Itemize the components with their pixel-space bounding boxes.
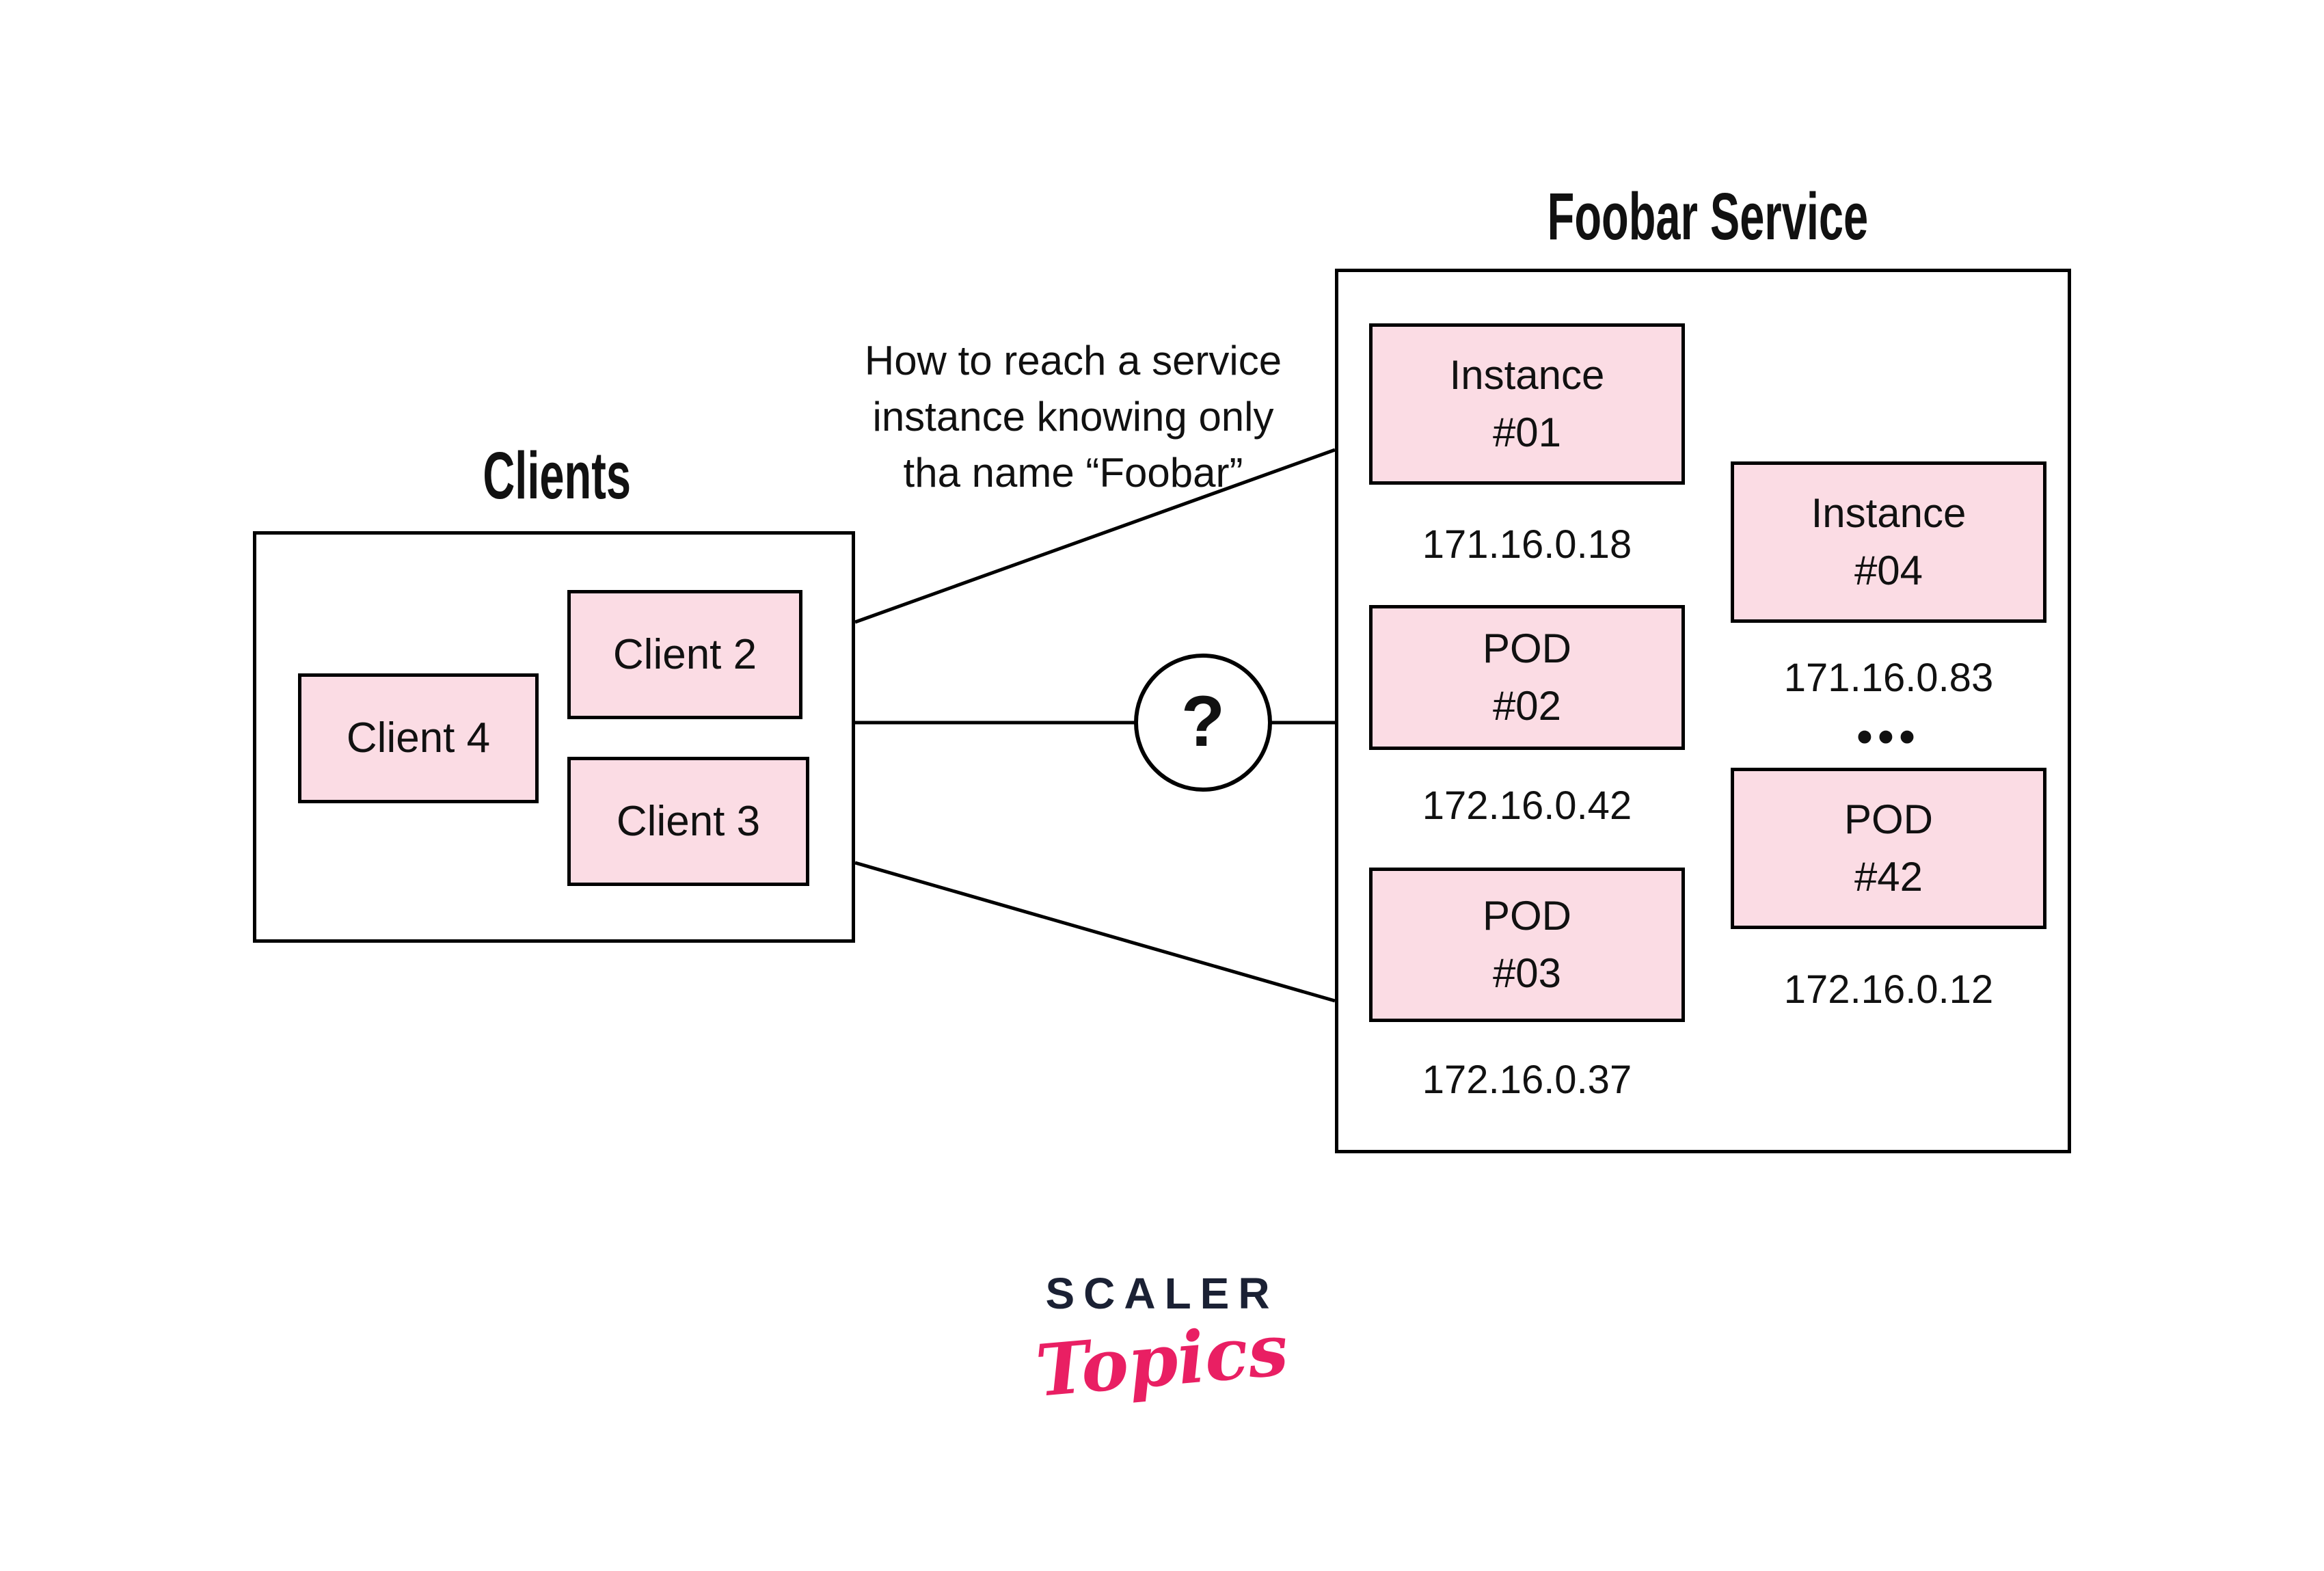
client-4-box: Client 4 (298, 673, 539, 803)
client-4-label: Client 4 (346, 714, 491, 762)
logo-scaler-text: SCALER (1045, 1269, 1279, 1318)
annotation-text: How to reach a service instance knowing … (824, 333, 1323, 501)
question-circle (1134, 654, 1272, 792)
service-title-text: Foobar Service (1547, 179, 1869, 254)
connector-bottom (854, 861, 1336, 1003)
ellipsis-dots: ••• (1856, 711, 1921, 762)
pod-03-box: POD #03 (1369, 868, 1685, 1022)
client-2-label: Client 2 (612, 630, 757, 678)
instance-04-name: Instance (1811, 490, 1967, 536)
logo-topics-text: Topics (1032, 1307, 1292, 1413)
instance-04-number: #04 (1854, 548, 1923, 593)
pod-02-number: #02 (1492, 683, 1562, 729)
pod-42-box: POD #42 (1731, 768, 2046, 929)
instance-04-box: Instance #04 (1731, 461, 2046, 623)
clients-title-text: Clients (483, 438, 632, 513)
annotation-line-1: How to reach a service (864, 338, 1282, 384)
scaler-topics-logo: SCALER Topics (991, 1268, 1333, 1413)
instance-01-ip: 171.16.0.18 (1422, 522, 1632, 567)
pod-42-number: #42 (1854, 854, 1923, 900)
annotation-line-3: tha name “Foobar” (903, 450, 1243, 496)
pod-03-ip: 172.16.0.37 (1422, 1058, 1632, 1102)
pod-42-ip: 172.16.0.12 (1783, 967, 1994, 1012)
pod-02-box: POD #02 (1369, 605, 1685, 750)
pod-02-name: POD (1482, 626, 1572, 671)
service-group-title: Foobar Service (1468, 178, 1947, 255)
pod-03-name: POD (1482, 893, 1572, 939)
instance-01-name: Instance (1449, 352, 1605, 398)
instance-01-box: Instance #01 (1369, 323, 1685, 485)
client-3-box: Client 3 (567, 757, 809, 886)
pod-42-name: POD (1843, 796, 1934, 842)
instance-01-number: #01 (1492, 409, 1562, 455)
pod-02-ip: 172.16.0.42 (1422, 783, 1632, 828)
clients-group-title: Clients (352, 438, 762, 514)
service-group-box (1335, 269, 2071, 1153)
pod-03-number: #03 (1492, 950, 1562, 996)
connector-top (854, 448, 1336, 624)
annotation-line-2: instance knowing only (872, 394, 1274, 440)
clients-group-box (253, 531, 855, 943)
instance-04-ip: 171.16.0.83 (1783, 656, 1994, 700)
question-mark-icon: ? (1180, 681, 1226, 762)
client-3-label: Client 3 (616, 797, 761, 845)
client-2-box: Client 2 (567, 590, 802, 719)
